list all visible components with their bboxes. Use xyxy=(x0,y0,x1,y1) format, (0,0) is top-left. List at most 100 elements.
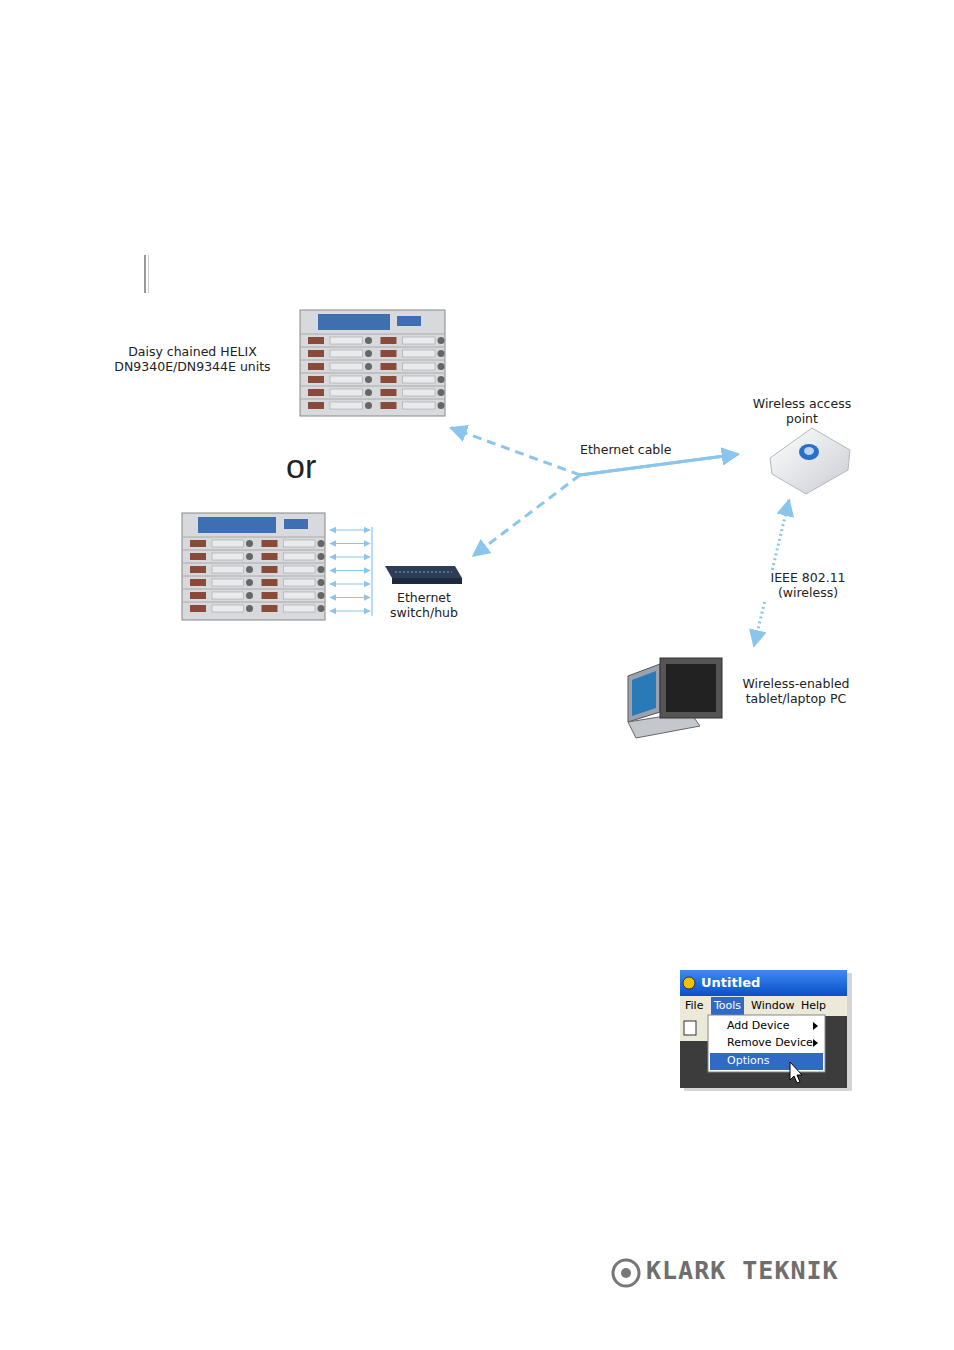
rack-knob xyxy=(246,579,253,586)
edge-label: IEEE 802.11 (wireless) xyxy=(752,570,864,600)
text-label: File xyxy=(685,999,703,1012)
rack-control xyxy=(381,363,397,370)
rack-control xyxy=(308,402,324,409)
rack-control xyxy=(403,376,436,383)
device-node: Daisy chained HELIX DN9340E/DN9344E unit… xyxy=(100,308,447,418)
solid-cable xyxy=(580,454,738,475)
rack-row xyxy=(300,373,445,374)
rack-row xyxy=(300,386,445,387)
rack-knob xyxy=(365,389,372,396)
rack-control xyxy=(262,605,278,612)
device-node: Wireless-enabled tablet/laptop PC xyxy=(622,650,862,742)
switch-icon xyxy=(385,566,462,584)
rack-control xyxy=(212,553,244,560)
rack-knob xyxy=(318,605,325,612)
rack-row xyxy=(182,537,325,538)
rack-illustration xyxy=(182,513,325,620)
rack-row xyxy=(182,602,325,603)
rack-knob xyxy=(438,376,445,383)
rack-knob xyxy=(246,566,253,573)
rack-control xyxy=(262,592,278,599)
rack-row xyxy=(300,399,445,400)
rack-control xyxy=(284,566,316,573)
rack-row xyxy=(182,563,325,564)
rack-knob xyxy=(365,363,372,370)
laptop-icon xyxy=(628,658,722,738)
bus-line xyxy=(371,527,372,616)
rack-control xyxy=(190,605,206,612)
node-label: Daisy chained HELIX DN9340E/DN9344E unit… xyxy=(100,344,285,374)
rack-control xyxy=(403,389,436,396)
rack-control xyxy=(262,566,278,573)
text-label: Tools xyxy=(714,999,741,1012)
text-label: or xyxy=(286,447,316,486)
rack-control xyxy=(212,540,244,547)
text-label: Help xyxy=(801,999,826,1012)
solid-cable xyxy=(580,454,738,475)
rack-control xyxy=(284,540,316,547)
device-node: Ethernet switch/hub xyxy=(378,560,470,626)
text-label: Options xyxy=(727,1054,769,1067)
menu-screenshot xyxy=(680,970,852,1091)
rack-control xyxy=(190,566,206,573)
rack-knob xyxy=(318,592,325,599)
rack-control xyxy=(308,350,324,357)
rack-illustration xyxy=(300,310,445,416)
text-label: Add Device xyxy=(727,1019,789,1032)
text-label: Untitled xyxy=(701,975,760,990)
cable-connector xyxy=(473,454,738,555)
rack-control xyxy=(308,389,324,396)
margin-bar xyxy=(144,255,146,293)
rack-control xyxy=(284,553,316,560)
rack-control xyxy=(330,363,363,370)
edge-label: Ethernet cable xyxy=(580,442,671,457)
rack-control xyxy=(381,402,397,409)
rack-row xyxy=(182,550,325,551)
rack-control xyxy=(212,566,244,573)
text-label: Remove Device xyxy=(727,1036,813,1049)
cable-arrow xyxy=(330,570,370,571)
rack-row xyxy=(300,360,445,361)
rack-control xyxy=(262,553,278,560)
rack-control xyxy=(330,350,363,357)
rack-control xyxy=(190,540,206,547)
dashed-cable xyxy=(473,475,580,556)
cable-arrow xyxy=(330,556,370,557)
rack-control xyxy=(330,402,363,409)
rack-knob xyxy=(438,363,445,370)
rack-control xyxy=(212,605,244,612)
rack-control xyxy=(330,389,363,396)
rack-control xyxy=(381,350,397,357)
rack-control xyxy=(308,376,324,383)
text-label: Window xyxy=(751,999,794,1012)
rack-control xyxy=(284,605,316,612)
rack-control xyxy=(381,337,397,344)
rack-row xyxy=(182,576,325,577)
rack-control xyxy=(403,337,436,344)
rack-row xyxy=(300,347,445,348)
cable-arrow xyxy=(330,529,370,530)
rack-knob xyxy=(365,376,372,383)
rack-row xyxy=(182,589,325,590)
rack-knob xyxy=(318,553,325,560)
rack-knob xyxy=(246,592,253,599)
rack-control xyxy=(262,579,278,586)
rack-row xyxy=(300,334,445,335)
cable-arrow xyxy=(330,597,370,598)
rack-control xyxy=(403,350,436,357)
rack-knob xyxy=(365,350,372,357)
rack-control xyxy=(330,337,363,344)
rack-control xyxy=(330,376,363,383)
rack-knob xyxy=(318,540,325,547)
rack-knob xyxy=(365,402,372,409)
rack-knob xyxy=(318,579,325,586)
rack-knob xyxy=(365,337,372,344)
rack-knob xyxy=(438,389,445,396)
rack-knob xyxy=(318,566,325,573)
rack-control xyxy=(403,363,436,370)
rack-knob xyxy=(438,402,445,409)
rack-control xyxy=(308,337,324,344)
cable-arrow xyxy=(330,583,370,584)
